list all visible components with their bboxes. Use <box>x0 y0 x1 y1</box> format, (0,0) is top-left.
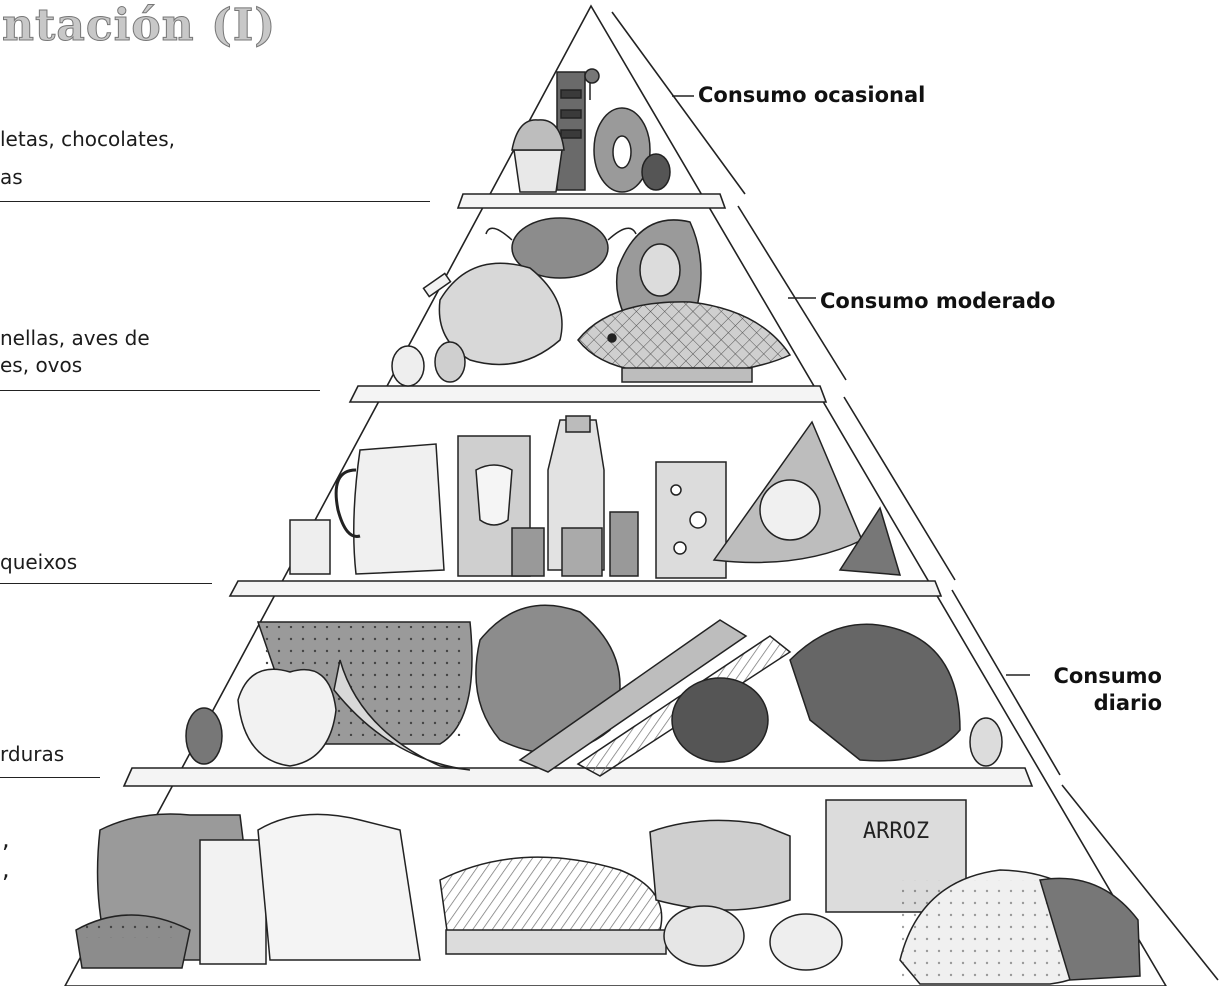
text-dairy: queixos <box>0 550 78 574</box>
potato-1 <box>663 905 745 967</box>
spaghetti <box>439 856 663 939</box>
lollipop <box>584 68 600 84</box>
leader-lines <box>672 95 1030 676</box>
text-cereals-line-2: , <box>2 855 10 883</box>
broccoli <box>789 623 961 762</box>
rice-box-label: ARROZ <box>863 819 929 844</box>
pyramid-outline <box>64 4 1219 986</box>
text-cereals-line-1: , <box>2 825 10 853</box>
protein-illustration <box>391 217 792 387</box>
text-protein-line-2: es, ovos <box>0 353 83 377</box>
cupcake <box>513 149 563 193</box>
label-consumo-diario-line-2: diario <box>1093 691 1162 715</box>
text-protein-line-1: nellas, aves de <box>0 326 150 350</box>
label-consumo-diario-line-1: Consumo <box>1053 664 1162 688</box>
text-sweets-line-1: letas, chocolates, <box>0 127 175 151</box>
divider-rule-3 <box>0 583 212 584</box>
label-consumo-ocasional: Consumo ocasional <box>698 83 926 107</box>
jar-3 <box>609 511 639 577</box>
potato-2 <box>769 913 843 971</box>
apple <box>237 668 337 767</box>
label-consumo-moderado: Consumo moderado <box>820 289 1056 313</box>
crab <box>511 217 609 279</box>
egg-2 <box>434 341 466 383</box>
sweets-illustration <box>511 68 671 193</box>
garlic <box>969 717 1003 767</box>
pumpkin <box>671 677 769 763</box>
jar-2 <box>561 527 603 577</box>
egg-1 <box>391 345 425 387</box>
bread-slice-2 <box>257 813 421 961</box>
banana <box>333 659 471 771</box>
pyramid-shelves <box>122 193 1034 787</box>
bean-bag <box>649 819 791 911</box>
bread-slice-1 <box>199 839 267 965</box>
yogurt-cup <box>289 519 331 575</box>
milk-jug <box>353 443 445 575</box>
text-vegetables: rduras <box>0 742 65 766</box>
page-title: ntación (I) <box>1 0 277 52</box>
divider-rule-1 <box>0 201 430 202</box>
leek <box>518 619 748 773</box>
divider-rule-4 <box>0 777 100 778</box>
strawberry <box>185 707 223 765</box>
cereals-illustration: ARROZ <box>75 799 1141 985</box>
jar-1 <box>511 527 545 577</box>
text-sweets-line-2: as <box>0 165 23 189</box>
dairy-illustration <box>289 415 902 579</box>
produce-illustration <box>185 604 1003 777</box>
divider-rule-2 <box>0 390 320 391</box>
